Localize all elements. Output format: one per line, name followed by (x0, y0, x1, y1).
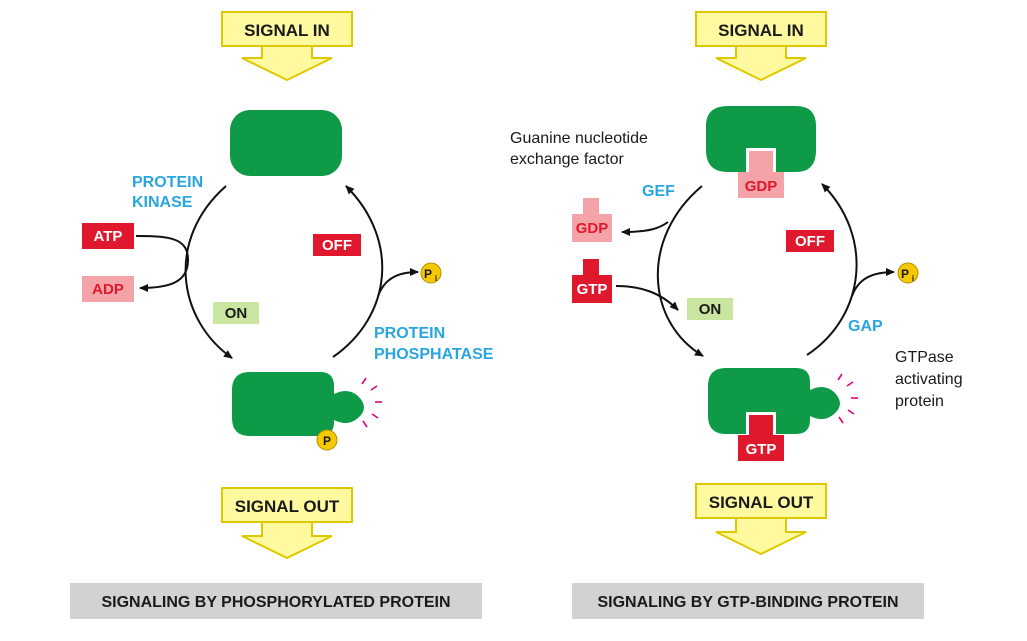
left-signal-in-label: SIGNAL IN (244, 21, 330, 40)
gap-full-line2: activating (895, 371, 963, 388)
left-inorganic-phosphate: P i (420, 262, 442, 284)
right-off-label: OFF (795, 233, 825, 250)
right-pi-release-arrow (851, 268, 895, 297)
right-signal-out-arrow: SIGNAL OUT (695, 483, 827, 556)
right-caption: SIGNALING BY GTP-BINDING PROTEIN (597, 594, 898, 611)
gef-arc-arrow (656, 185, 704, 357)
right-signal-out-label: SIGNAL OUT (709, 493, 814, 512)
left-active-protein: P (232, 372, 382, 451)
incoming-gtp-label: GTP (577, 281, 608, 298)
protein-kinase-line1: PROTEIN (132, 174, 203, 191)
protein-kinase-line2: KINASE (132, 194, 193, 211)
right-signal-in-arrow: SIGNAL IN (695, 11, 827, 82)
left-inactive-protein (230, 110, 342, 176)
gap-label: GAP (848, 318, 883, 335)
phosphatase-arc-arrow (332, 185, 384, 358)
phosphate-label: P (323, 434, 331, 448)
atp-label: ATP (94, 228, 123, 245)
kinase-arc-arrow (184, 185, 233, 359)
gef-label: GEF (642, 183, 675, 200)
right-panel: SIGNAL IN GDP Guanine nucleotide exchang… (510, 11, 963, 619)
bound-gtp-label: GTP (746, 441, 777, 458)
right-active-sparks (837, 373, 858, 424)
left-active-sparks (361, 377, 382, 428)
left-signal-out-arrow: SIGNAL OUT (221, 487, 353, 560)
left-signal-in-arrow: SIGNAL IN (221, 11, 353, 82)
left-panel: SIGNAL IN PROTEIN KINASE PROTEIN PHOSPHA… (70, 11, 494, 619)
adp-label: ADP (92, 281, 124, 298)
phosphate-group (316, 429, 338, 451)
left-pi-release-arrow (377, 268, 419, 297)
gef-full-line1: Guanine nucleotide (510, 130, 648, 147)
right-inorganic-phosphate: P i (897, 262, 919, 284)
gdp-release-arrow (621, 221, 669, 236)
svg-text:P: P (424, 267, 432, 281)
left-on-label: ON (225, 305, 248, 322)
right-signal-in-label: SIGNAL IN (718, 21, 804, 40)
left-caption: SIGNALING BY PHOSPHORYLATED PROTEIN (101, 594, 450, 611)
left-signal-out-label: SIGNAL OUT (235, 497, 340, 516)
gap-arc-arrow (806, 183, 858, 356)
gap-full-line1: GTPase (895, 349, 954, 366)
svg-text:P: P (901, 267, 909, 281)
gap-full-line3: protein (895, 393, 944, 410)
bound-gdp-label: GDP (745, 178, 778, 195)
svg-text:i: i (912, 274, 914, 283)
svg-text:i: i (435, 274, 437, 283)
released-gdp-label: GDP (576, 220, 609, 237)
incoming-gtp: GTP (572, 259, 612, 303)
protein-phosphatase-line2: PHOSPHATASE (374, 346, 494, 363)
released-gdp: GDP (572, 198, 612, 242)
gtp-entry-arrow (615, 285, 679, 311)
right-inactive-protein: GDP (706, 106, 816, 198)
right-active-protein: GTP (708, 368, 858, 461)
protein-phosphatase-line1: PROTEIN (374, 325, 445, 342)
left-off-label: OFF (322, 237, 352, 254)
gef-full-line2: exchange factor (510, 151, 625, 168)
right-on-label: ON (699, 301, 722, 318)
atp-to-adp-arrow (135, 235, 190, 292)
